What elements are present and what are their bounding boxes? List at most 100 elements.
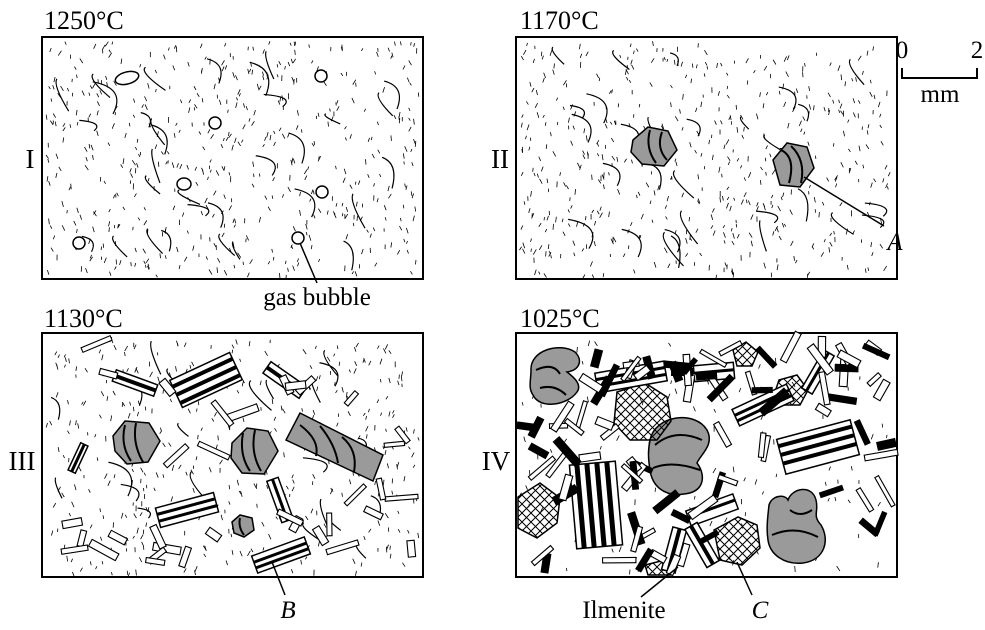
glass-tick [249,118,250,121]
glass-tick [815,209,816,213]
glass-tick [634,270,635,274]
glass-tick [689,217,690,221]
glass-tick [236,102,237,107]
glass-tick [543,78,545,83]
glass-tick [192,362,194,366]
glass-tick [117,193,119,196]
glass-tick [529,147,530,151]
glass-tick [609,90,611,93]
glass-tick [847,265,848,270]
glass-tick [727,86,728,89]
glass-fracture [56,79,69,111]
glass-tick [637,195,638,198]
glass-fracture [680,211,697,244]
glass-tick [232,550,233,555]
glass-tick [740,165,741,168]
glass-tick [97,101,99,106]
panel-1-gas-bubbles [73,69,328,249]
glass-tick [306,232,307,235]
glass-tick [90,525,92,529]
glass-tick [232,345,234,349]
glass-tick [532,88,534,92]
glass-tick [145,104,147,109]
glass-tick [349,370,350,373]
glass-tick [188,409,190,414]
glass-tick [328,122,329,127]
glass-fracture [798,104,808,121]
glass-tick [630,222,632,226]
glass-tick [755,479,757,484]
glass-tick [348,411,350,416]
glass-tick [56,392,58,397]
glass-tick [874,95,875,99]
glass-tick [696,64,697,68]
glass-tick [318,113,319,117]
glass-tick [867,51,868,56]
glass-tick [62,201,64,207]
plagioclase-lath [77,530,87,547]
glass-tick [777,264,778,270]
glass-tick [69,187,71,190]
plagioclase-lath [61,545,88,554]
glass-tick [878,562,879,567]
glass-tick [89,114,91,118]
glass-tick [160,253,161,258]
glass-tick [179,130,180,133]
scale-bar-end: 2 [971,37,984,64]
glass-tick [799,121,801,126]
glass-tick [764,263,766,269]
glass-tick [759,364,761,368]
glass-tick [124,352,125,356]
glass-tick [862,71,863,75]
glass-tick [77,208,79,213]
glass-tick [371,137,372,140]
glass-tick [310,199,311,202]
glass-tick [681,62,682,67]
glass-tick [710,521,712,526]
glass-tick [418,533,419,538]
glass-tick [277,64,278,67]
glass-tick [89,93,90,96]
glass-tick [612,156,615,160]
glass-tick [727,197,729,200]
panel-1-temperature: 1250°C [44,6,124,35]
glass-tick [412,453,415,458]
glass-tick [670,85,672,88]
glass-tick [318,209,321,213]
glass-tick [273,177,275,181]
glass-tick [704,50,707,55]
glass-tick [399,226,401,230]
glass-tick [96,566,97,569]
glass-tick [240,551,242,556]
glass-tick [386,429,387,432]
plagioclase-lath [197,441,230,460]
glass-tick [784,102,786,107]
glass-tick [713,230,715,235]
glass-tick [848,120,849,123]
glass-tick [346,234,348,239]
glass-tick [617,436,620,441]
glass-tick [790,210,793,215]
glass-tick [809,104,810,109]
plagioclase-lath [815,403,831,416]
glass-tick [247,273,249,278]
glass-tick [783,193,784,197]
glass-tick [726,203,728,208]
glass-tick [218,436,219,441]
glass-tick [115,266,117,269]
glass-tick [636,49,638,52]
glass-tick [840,104,842,109]
glass-tick [130,168,132,172]
glass-fracture [108,462,131,496]
glass-tick [221,515,222,520]
glass-tick [123,207,125,210]
glass-tick [415,207,416,212]
glass-tick [233,72,235,77]
glass-tick [734,198,735,201]
glass-tick [671,381,672,384]
glass-tick [232,145,233,150]
glass-tick [803,117,805,121]
glass-tick [404,239,405,242]
glass-tick [603,273,604,277]
glass-tick [407,78,409,82]
